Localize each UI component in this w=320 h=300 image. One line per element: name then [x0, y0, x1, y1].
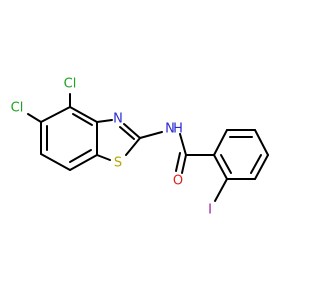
molecule-structure: Cl Cl N N H S O I [11, 77, 269, 218]
bond [72, 113, 93, 126]
bond [175, 152, 181, 172]
bond [181, 154, 187, 174]
bond [40, 106, 71, 123]
o-atom-label: O [173, 174, 183, 189]
cl-atom-label: Cl [64, 77, 77, 92]
s-atom-label: S [114, 156, 122, 171]
bond [179, 133, 187, 156]
n-atom-label: N [165, 122, 175, 137]
bond [69, 154, 98, 171]
bond [96, 119, 113, 123]
bond [139, 131, 163, 139]
bond [69, 106, 98, 123]
molecule-canvas: Cl Cl N N H S O I [10, 76, 269, 218]
bond [250, 154, 262, 174]
bond [119, 126, 135, 140]
cl-atom-label: Cl [11, 101, 24, 116]
bond [69, 149, 92, 163]
h-atom-label: H [173, 122, 183, 137]
bond [220, 154, 232, 174]
bond [40, 153, 71, 171]
bond [96, 154, 111, 161]
bond [214, 178, 228, 202]
bond [27, 113, 42, 123]
bond [213, 129, 228, 156]
bond [254, 154, 269, 180]
bond [123, 123, 141, 139]
n-atom-label: N [113, 112, 123, 127]
bond [213, 154, 228, 180]
i-atom-label: I [208, 203, 212, 218]
bond [254, 129, 269, 156]
bond [125, 137, 141, 156]
